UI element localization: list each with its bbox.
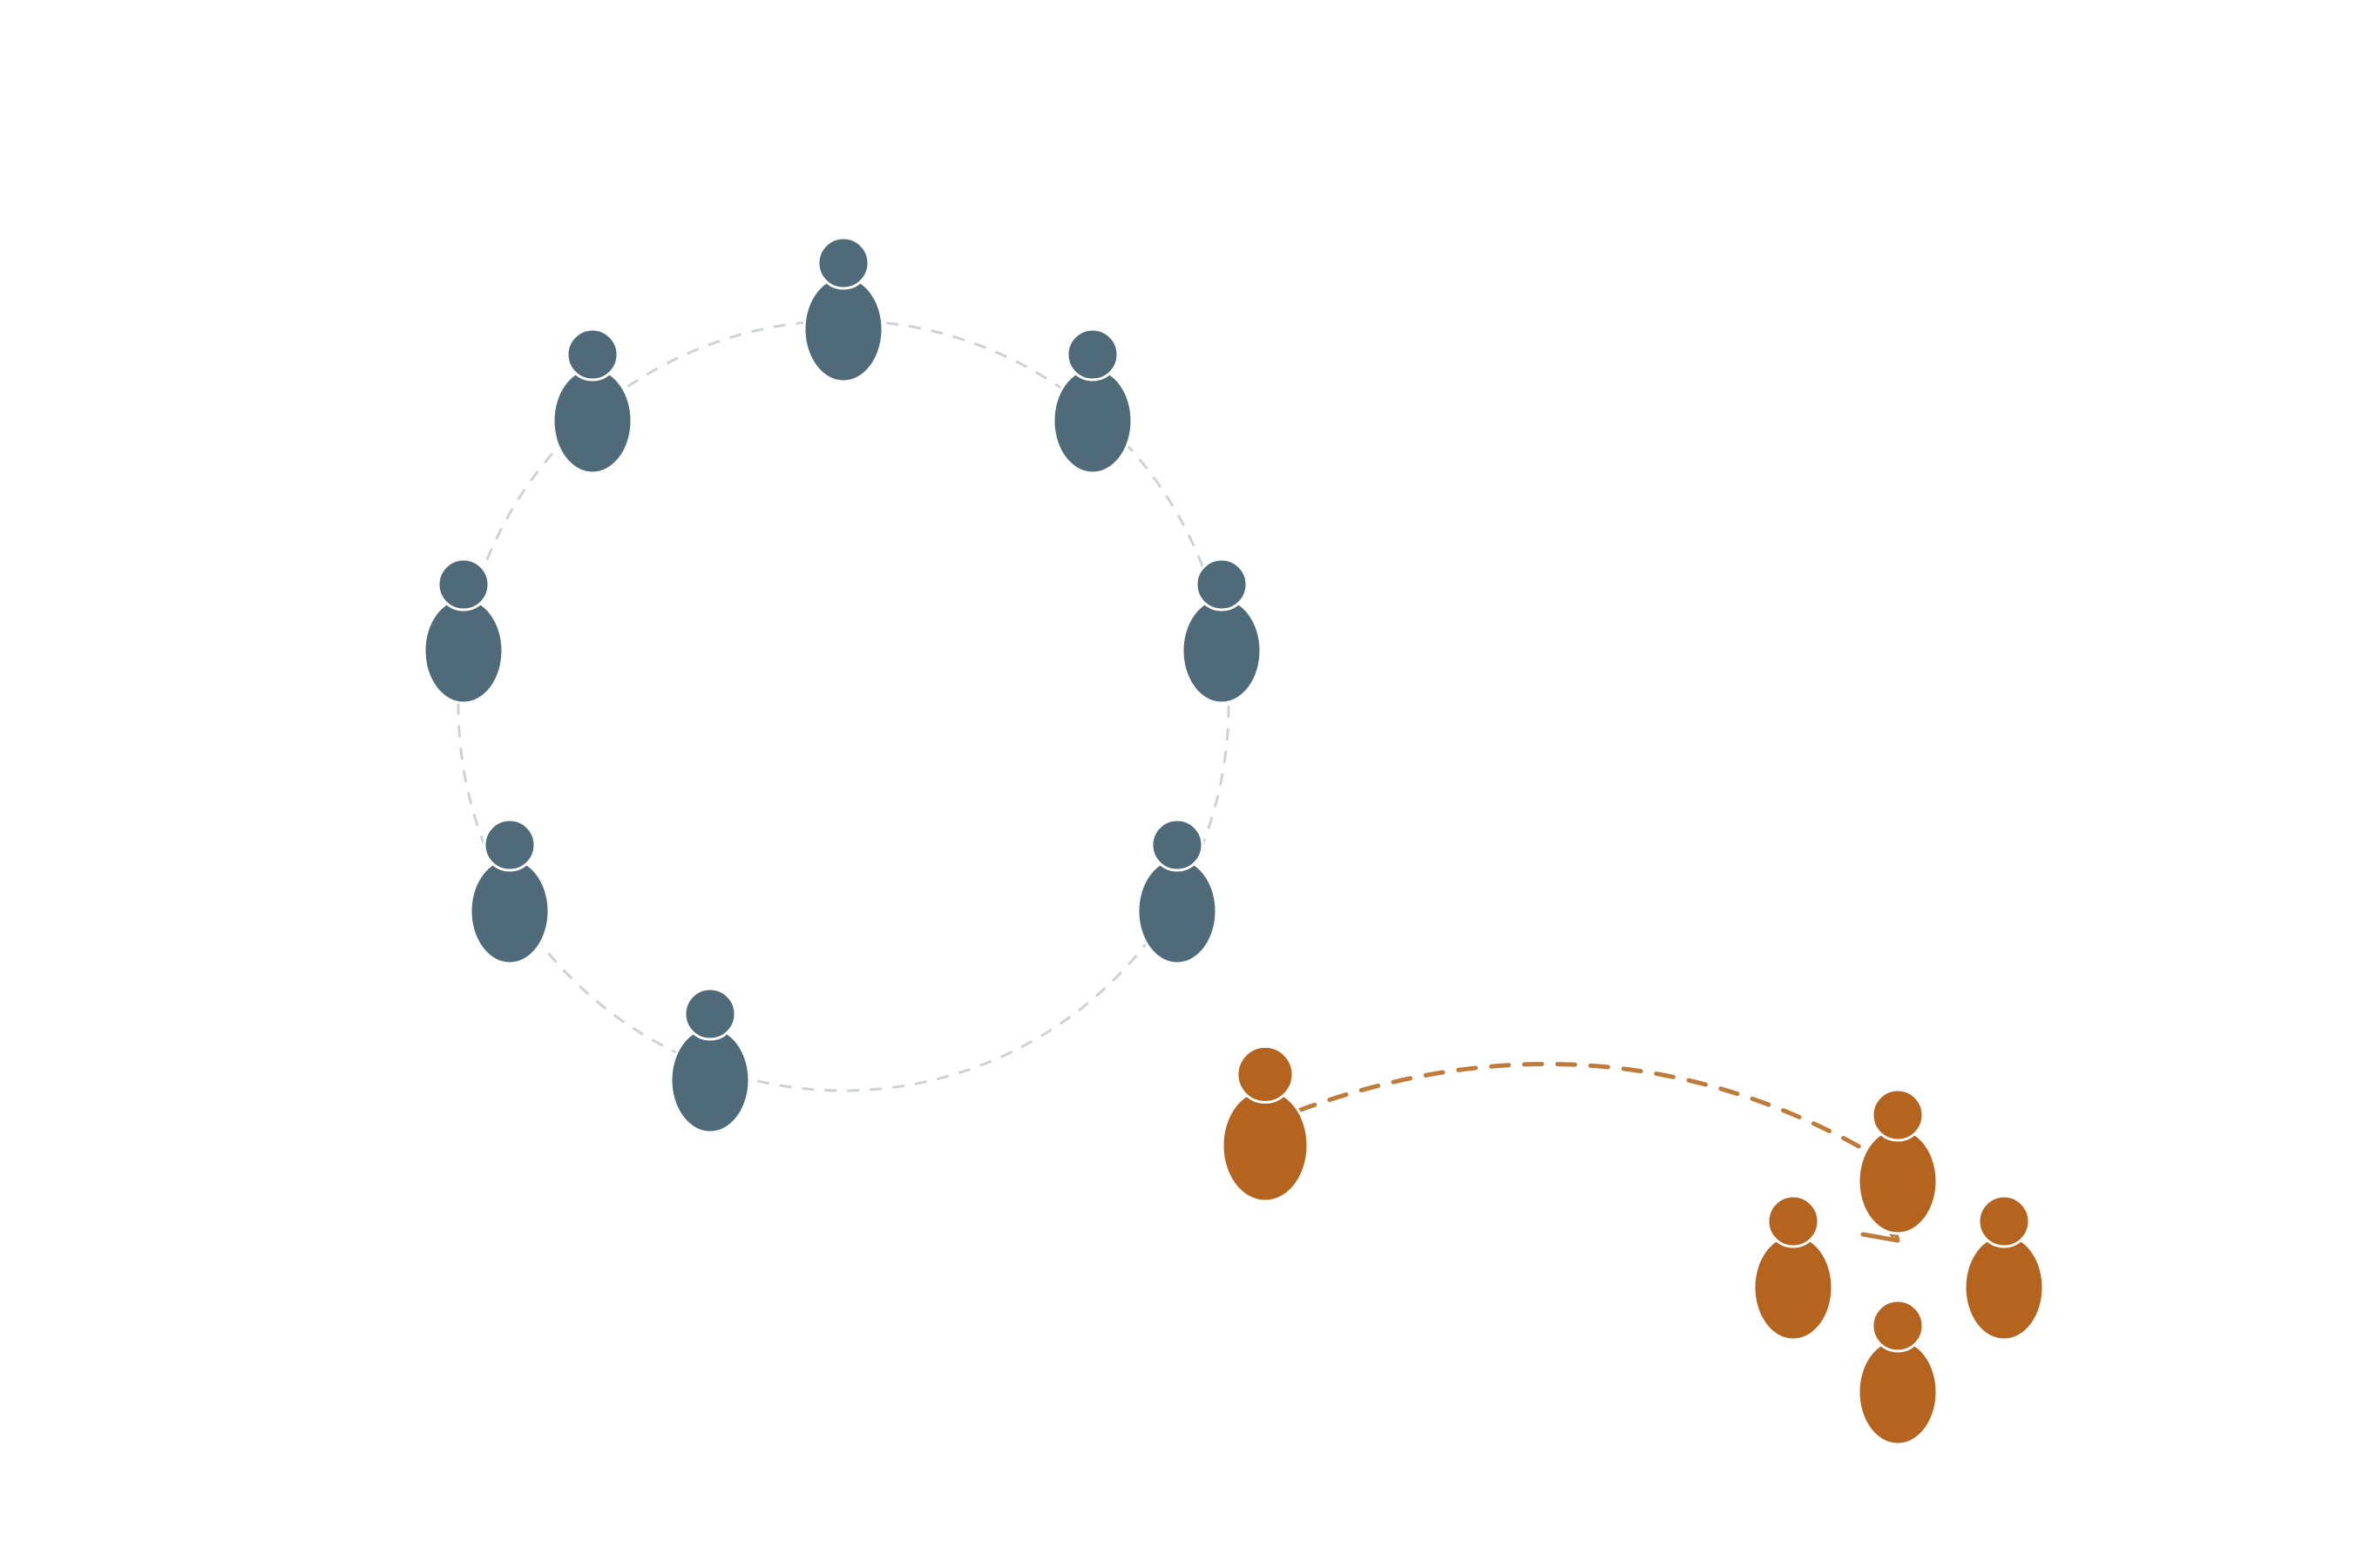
person-head xyxy=(1977,1194,2031,1248)
person-body xyxy=(1052,367,1134,475)
person-head xyxy=(683,987,737,1041)
person-body xyxy=(1221,1088,1310,1203)
circle-person-8 xyxy=(669,987,751,1134)
person-body xyxy=(802,275,884,383)
person-head xyxy=(1150,818,1204,872)
person-head xyxy=(1871,1299,1925,1353)
circle-person-3 xyxy=(1052,328,1134,475)
person-body xyxy=(1857,1127,1939,1235)
cluster-person-3 xyxy=(1963,1194,2045,1342)
person-head xyxy=(483,818,537,872)
circle-person-1 xyxy=(802,236,884,383)
person-body xyxy=(1752,1233,1834,1342)
circle-person-4 xyxy=(423,558,504,705)
person-body xyxy=(469,857,551,965)
person-body xyxy=(1963,1233,2045,1342)
person-body xyxy=(1857,1338,1939,1446)
person-head xyxy=(1195,558,1249,612)
person-body xyxy=(1136,857,1218,965)
person-body xyxy=(669,1026,751,1134)
circle-group xyxy=(423,236,1263,1134)
person-head xyxy=(1871,1088,1925,1142)
person-head xyxy=(437,558,491,612)
person-body xyxy=(423,597,504,705)
moving-person xyxy=(1221,1044,1310,1203)
person-body xyxy=(1181,597,1263,705)
cluster-person-2 xyxy=(1752,1194,1834,1342)
circle-person-5 xyxy=(1181,558,1263,705)
cluster-group xyxy=(1752,1088,2045,1446)
person-head xyxy=(1236,1044,1295,1104)
cluster-person-1 xyxy=(1857,1088,1939,1235)
person-head xyxy=(1766,1194,1820,1248)
person-head xyxy=(1066,328,1120,382)
cluster-person-4 xyxy=(1857,1299,1939,1446)
circle-person-6 xyxy=(469,818,551,965)
circle-person-7 xyxy=(1136,818,1218,965)
person-head xyxy=(565,328,620,382)
person-head xyxy=(816,236,870,290)
person-body xyxy=(552,367,633,475)
moving-person-group xyxy=(1221,1044,1310,1203)
circle-person-2 xyxy=(552,328,633,475)
